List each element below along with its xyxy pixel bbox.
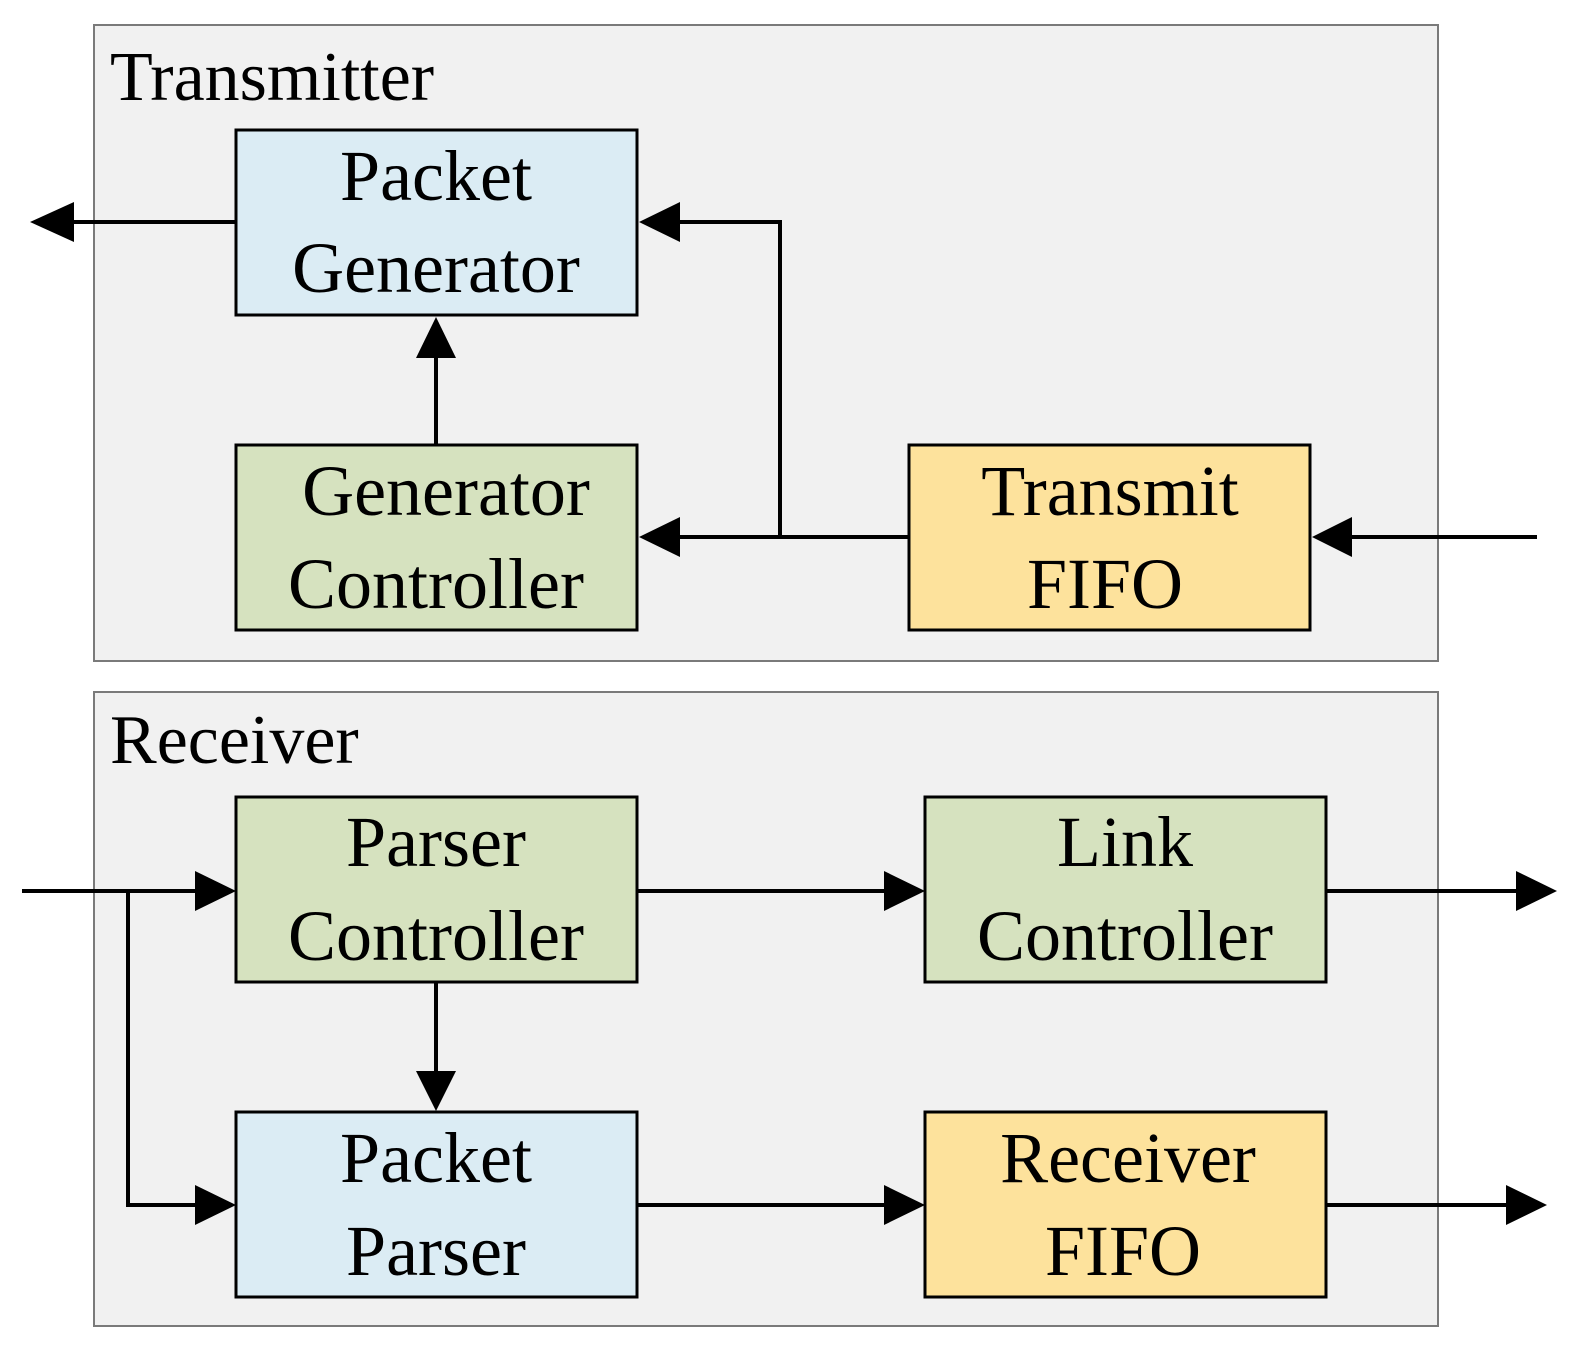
parser-controller-box [234,795,639,984]
packet-generator-label-line2: Generator [292,228,580,308]
parser-controller-label-line2: Controller [288,896,584,976]
generator-controller-label-line1: Generator [302,451,590,531]
link-controller-label-line1: Link [1057,802,1193,882]
receiver-input-arrowhead [195,871,236,911]
controller-to-parser-arrowhead [416,1071,456,1111]
packet-parser-block: Packet Parser [234,1110,639,1299]
input-to-parser-arrowhead [195,1185,236,1225]
link-output-arrowhead [1516,871,1557,911]
packet-generator-label-line1: Packet [340,136,532,216]
fifo-to-controller-arrowhead [639,517,680,557]
receiver-connections [22,871,1557,1225]
parser-controller-label-line1: Parser [346,802,526,882]
receiver-fifo-box [923,1110,1328,1299]
controller-to-generator-arrowhead [416,317,456,358]
receiver-title: Receiver [110,702,359,779]
fifo-input-arrowhead [1312,517,1352,557]
transmitter-title: Transmitter [110,39,434,116]
transmit-fifo-label-line1: Transmit [981,451,1238,531]
parser-controller-to-link-arrowhead [884,871,925,911]
parser-controller-block: Parser Controller [234,795,639,984]
fifo-to-generator-arrowhead [639,202,680,242]
packet-generator-box [234,128,639,317]
receiver-fifo-block: Receiver FIFO [923,1110,1328,1299]
input-to-parser-line [126,891,198,1207]
link-controller-label-line2: Controller [977,896,1273,976]
transmitter-section: Transmitter Packet Generator Generator C… [30,24,1537,662]
fifo-output-arrowhead [1506,1185,1547,1225]
receiver-fifo-label-line1: Receiver [1000,1118,1256,1198]
generator-controller-label-line2: Controller [288,544,584,624]
transmitter-connections [30,202,1537,557]
parser-to-fifo-arrowhead [884,1185,925,1225]
packet-parser-box [234,1110,639,1299]
link-controller-block: Link Controller [923,795,1328,984]
packet-parser-label-line2: Parser [346,1211,526,1291]
receiver-section: Receiver Parser Controller Link Controll… [22,691,1557,1327]
packet-parser-label-line1: Packet [340,1118,532,1198]
generator-output-arrowhead [30,202,74,242]
transmit-fifo-label-line2: FIFO [1027,544,1183,624]
transmit-fifo-box [907,443,1312,632]
packet-generator-block: Packet Generator [234,128,639,317]
transmit-fifo-block: Transmit FIFO [907,443,1312,632]
fifo-to-generator-line [677,220,782,537]
receiver-fifo-label-line2: FIFO [1045,1211,1201,1291]
generator-controller-block: Generator Controller [234,443,639,632]
link-controller-box [923,795,1328,984]
